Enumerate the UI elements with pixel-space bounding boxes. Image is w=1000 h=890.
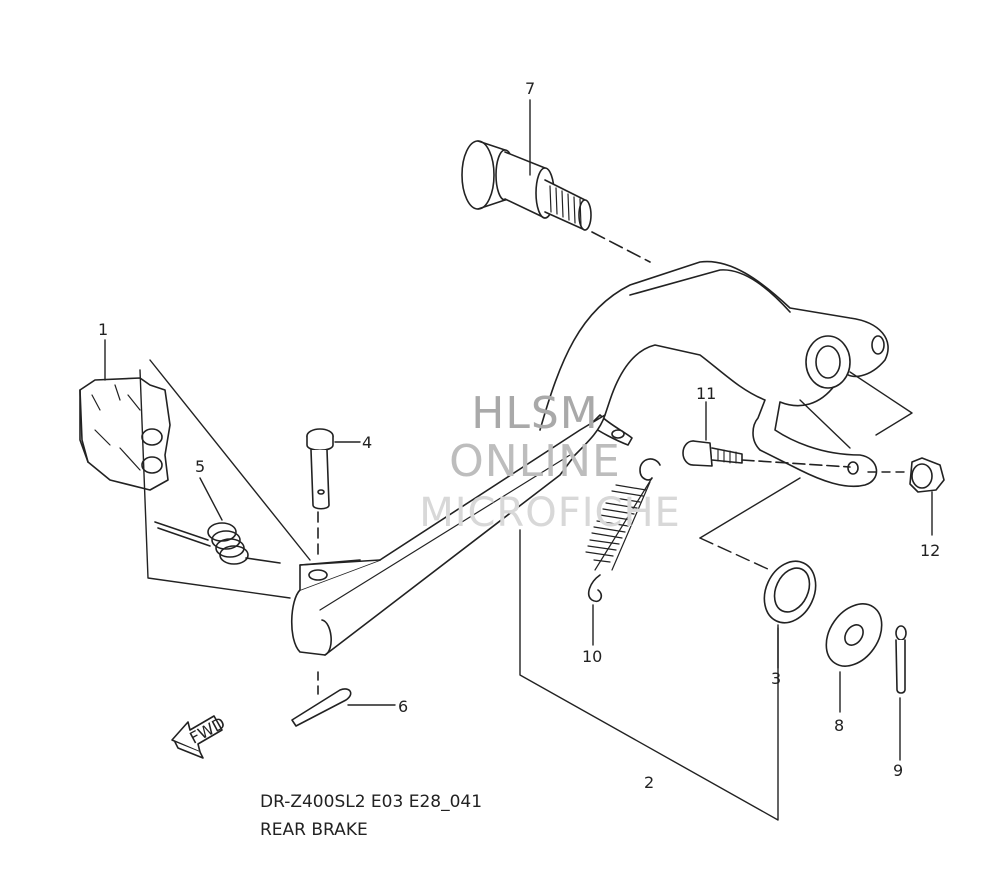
callout-3: 3 (771, 669, 781, 688)
model-code: DR-Z400SL2 E03 E28_041 (260, 792, 483, 812)
leader-line (741, 459, 851, 468)
callout-4: 4 (362, 433, 372, 452)
callout-5: 5 (195, 457, 205, 476)
pivot-bolt-part-7[interactable] (461, 140, 592, 231)
bracket-lines (104, 99, 933, 821)
callout-11: 11 (696, 384, 716, 403)
forward-direction-arrow: FWD (171, 713, 228, 759)
torsion-spring-part-5[interactable] (154, 521, 281, 565)
fwd-label: FWD (186, 713, 228, 747)
cotter-pin-part-6[interactable] (291, 671, 352, 727)
washer-part-8[interactable] (815, 593, 893, 676)
return-spring-part-10[interactable] (585, 458, 661, 603)
callout-10: 10 (582, 647, 602, 666)
callout-12: 12 (920, 541, 940, 560)
clevis-pin-part-4[interactable] (306, 428, 334, 510)
seal-part-3[interactable] (755, 553, 826, 631)
brake-pedal-part-2[interactable] (290, 260, 889, 656)
bolt-part-11[interactable] (682, 440, 743, 467)
leader-line (591, 231, 651, 263)
pin-part-9[interactable] (895, 625, 907, 694)
callout-1: 1 (98, 320, 108, 339)
callout-6: 6 (398, 697, 408, 716)
callout-8: 8 (834, 716, 844, 735)
callout-7: 7 (525, 79, 535, 98)
plate-part-1[interactable] (79, 377, 171, 491)
section-title: REAR BRAKE (260, 820, 368, 840)
callout-2: 2 (644, 773, 654, 792)
callout-9: 9 (893, 761, 903, 780)
nut-part-12[interactable] (909, 457, 945, 493)
